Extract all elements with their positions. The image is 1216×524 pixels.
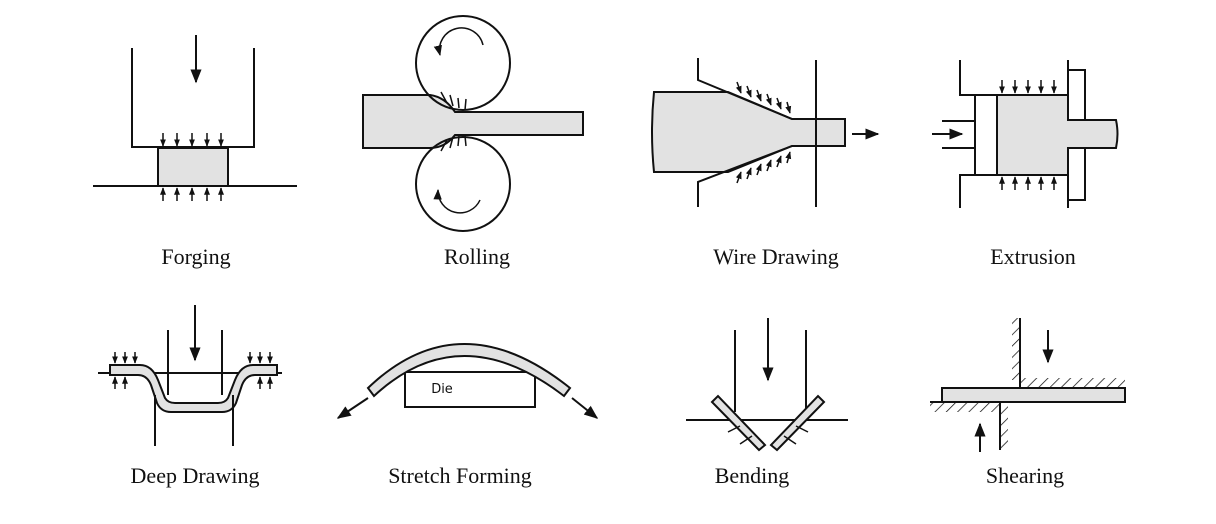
bending-diagram: Bending	[686, 318, 848, 488]
shearing-diagram: Shearing	[930, 318, 1126, 488]
label-stretch-forming: Stretch Forming	[388, 463, 532, 488]
die-label: Die	[431, 382, 453, 397]
stretch-forming-diagram: Die Stretch Forming	[336, 343, 599, 488]
label-forging: Forging	[161, 244, 230, 269]
forging-diagram: Forging	[93, 35, 297, 269]
label-shearing: Shearing	[986, 463, 1064, 488]
label-wire-drawing: Wire Drawing	[713, 244, 839, 269]
extrusion-diagram: Extrusion	[932, 60, 1119, 269]
rolling-diagram: Rolling	[362, 15, 584, 269]
label-deep-drawing: Deep Drawing	[131, 463, 260, 488]
label-rolling: Rolling	[444, 244, 510, 269]
deep-drawing-diagram: Deep Drawing	[98, 305, 282, 488]
label-extrusion: Extrusion	[990, 244, 1076, 269]
label-bending: Bending	[715, 463, 790, 488]
wire-drawing-diagram: Wire Drawing	[651, 58, 880, 269]
